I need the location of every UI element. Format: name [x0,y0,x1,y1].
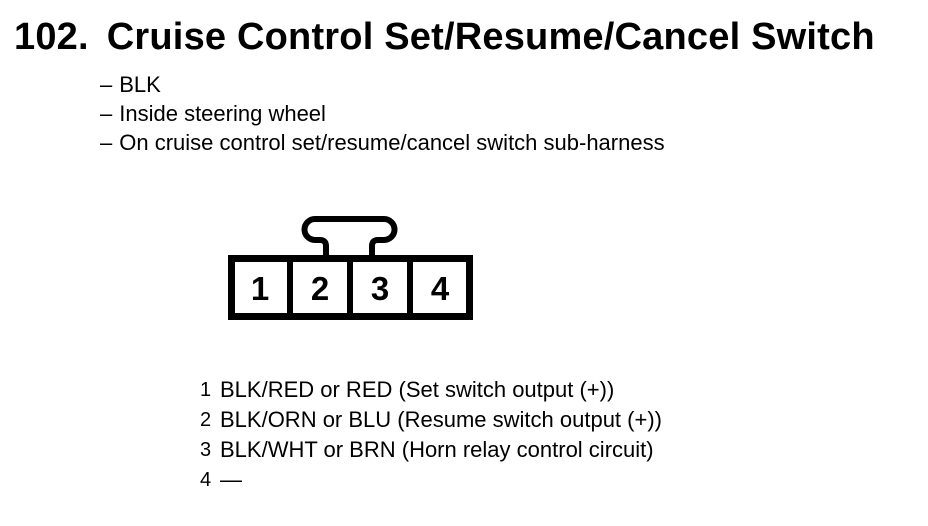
connector-latch-tab-icon [301,216,398,260]
section-heading: 102. Cruise Control Set/Resume/Cancel Sw… [14,18,875,56]
detail-text: Inside steering wheel [119,101,326,126]
pin-number: 4 [200,469,212,491]
pin-description: BLK/RED or RED (Set switch output (+)) [220,377,615,402]
pin-cavity-number: 3 [371,270,389,307]
detail-item: – Inside steering wheel [100,99,665,128]
pin-number: 1 [200,379,212,401]
connector-diagram: 1 2 3 4 [228,216,473,320]
pin-description: — [220,467,242,492]
pin-number: 3 [200,439,212,461]
detail-text: BLK [119,72,161,97]
page-title: Cruise Control Set/Resume/Cancel Switch [106,16,875,58]
detail-text: On cruise control set/resume/cancel swit… [119,130,665,155]
pinout-row: 1 BLK/RED or RED (Set switch output (+)) [200,375,662,405]
pinout-list: 1 BLK/RED or RED (Set switch output (+))… [200,375,662,495]
detail-list: – BLK – Inside steering wheel – On cruis… [100,70,665,157]
pin-cavity-number: 2 [311,270,329,307]
pin-cavity-number: 4 [431,270,450,307]
pin-description: BLK/WHT or BRN (Horn relay control circu… [220,437,654,462]
dash-bullet: – [100,72,113,97]
pinout-row: 4 — [200,465,662,495]
section-number: 102. [14,16,89,58]
detail-item: – BLK [100,70,665,99]
pin-description: BLK/ORN or BLU (Resume switch output (+)… [220,407,662,432]
pinout-row: 3 BLK/WHT or BRN (Horn relay control cir… [200,435,662,465]
detail-item: – On cruise control set/resume/cancel sw… [100,128,665,157]
dash-bullet: – [100,101,113,126]
pin-number: 2 [200,409,212,431]
pin-cavity-number: 1 [251,270,269,307]
pinout-row: 2 BLK/ORN or BLU (Resume switch output (… [200,405,662,435]
dash-bullet: – [100,130,113,155]
